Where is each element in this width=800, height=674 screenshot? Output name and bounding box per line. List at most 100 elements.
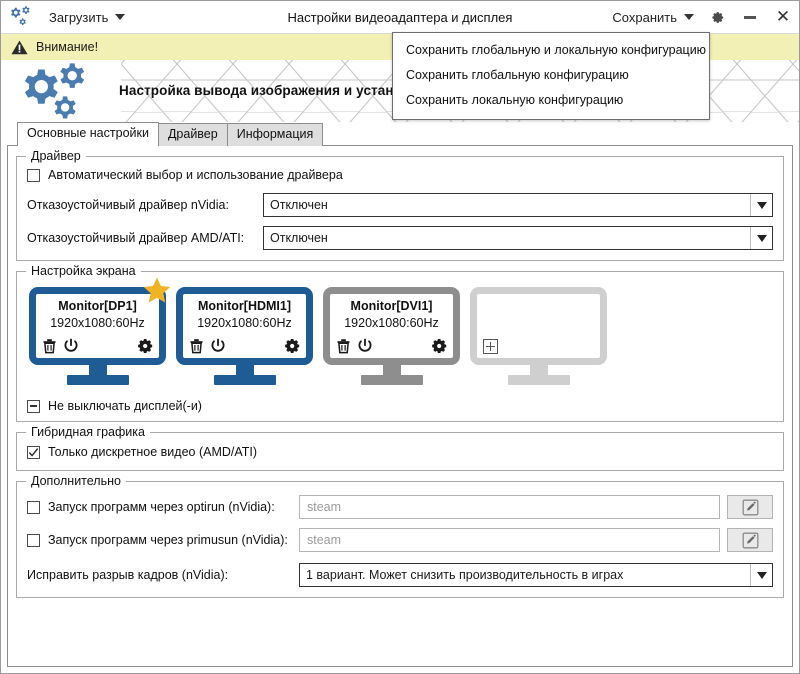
monitor-resolution: 1920x1080:60Hz — [50, 316, 145, 330]
power-icon[interactable] — [63, 338, 79, 354]
extra-group-title: Дополнительно — [26, 474, 126, 488]
optirun-edit-button[interactable] — [727, 495, 773, 519]
monitor-actions — [483, 339, 594, 354]
monitor-base — [507, 375, 570, 385]
power-icon[interactable] — [210, 338, 226, 354]
minimize-icon — [744, 15, 756, 19]
auto-driver-checkbox-row[interactable]: Автоматический выбор и использование дра… — [27, 168, 343, 182]
save-dropdown-menu: Сохранить глобальную и локальную конфигу… — [392, 32, 710, 120]
trash-icon[interactable] — [42, 338, 57, 354]
amd-failsafe-select[interactable]: Отключен — [263, 226, 773, 250]
chevron-down-icon[interactable] — [750, 564, 772, 586]
menu-item-save-global[interactable]: Сохранить глобальную конфигурацию — [406, 68, 629, 82]
tab-information[interactable]: Информация — [226, 123, 324, 146]
monitor-resolution: 1920x1080:60Hz — [197, 316, 292, 330]
keep-display-on-row[interactable]: Не выключать дисплей(-и) — [27, 399, 202, 413]
minimize-button[interactable] — [740, 6, 760, 28]
screen-group-title: Настройка экрана — [26, 264, 141, 278]
warning-text: Внимание! — [36, 40, 99, 54]
title-bar-right-controls: Сохранить ✕ — [612, 6, 793, 28]
monitor-list: Monitor[DP1] 1920x1080:60Hz — [27, 277, 773, 387]
plus-box-icon[interactable] — [483, 339, 498, 354]
save-menu-button[interactable]: Сохранить — [612, 10, 694, 25]
chevron-down-icon[interactable] — [750, 194, 772, 216]
amd-failsafe-value: Отключен — [270, 231, 328, 245]
primusun-label: Запуск программ через primusun (nVidia): — [48, 533, 288, 547]
edit-pencil-icon — [742, 532, 758, 548]
monitor-actions — [42, 338, 153, 354]
settings-gear-button[interactable] — [707, 6, 727, 28]
monitor-name: Monitor[DVI1] — [350, 299, 433, 313]
optirun-checkbox-row[interactable]: Запуск программ через optirun (nVidia): — [27, 500, 299, 514]
tearfree-label: Исправить разрыв кадров (nVidia): — [27, 568, 229, 582]
discrete-only-row[interactable]: Только дискретное видео (AMD/ATI) — [27, 445, 773, 459]
monitor-stand — [235, 365, 254, 375]
tab-driver[interactable]: Драйвер — [157, 123, 228, 146]
keep-display-on-checkbox[interactable] — [27, 399, 40, 413]
trash-icon[interactable] — [336, 338, 351, 354]
extra-group: Дополнительно Запуск программ через opti… — [16, 474, 784, 598]
nvidia-failsafe-select[interactable]: Отключен — [263, 193, 773, 217]
primusun-edit-button[interactable] — [727, 528, 773, 552]
gear-icon[interactable] — [137, 338, 153, 354]
primusun-checkbox[interactable] — [27, 533, 40, 547]
primusun-input[interactable]: steam — [299, 528, 720, 552]
check-icon — [28, 447, 39, 457]
trash-icon[interactable] — [189, 338, 204, 354]
discrete-only-label: Только дискретное видео (AMD/ATI) — [48, 445, 258, 459]
monitor-resolution: 1920x1080:60Hz — [344, 316, 439, 330]
gear-icon[interactable] — [431, 338, 447, 354]
tearfree-value: 1 вариант. Может снизить производительно… — [306, 568, 624, 582]
tab-main-settings[interactable]: Основные настройки — [17, 122, 159, 146]
title-bar: Загрузить Настройки видеоадаптера и дисп… — [1, 1, 799, 34]
keep-display-on-label: Не выключать дисплей(-и) — [48, 399, 202, 413]
monitor-stand — [529, 365, 548, 375]
main-settings-panel: Драйвер Автоматический выбор и использов… — [7, 145, 793, 667]
optirun-checkbox[interactable] — [27, 500, 40, 514]
edit-pencil-icon — [742, 499, 758, 515]
banner-gears-icon — [13, 60, 111, 122]
monitor-screen — [470, 287, 607, 365]
tearfree-select[interactable]: 1 вариант. Может снизить производительно… — [299, 563, 773, 587]
monitor-card-dvi1[interactable]: Monitor[DVI1] 1920x1080:60Hz — [323, 287, 460, 385]
monitor-card-hdmi1[interactable]: Monitor[HDMI1] 1920x1080:60Hz — [176, 287, 313, 385]
load-menu-label: Загрузить — [49, 9, 109, 25]
chevron-down-icon[interactable] — [750, 227, 772, 249]
chevron-down-icon — [684, 14, 694, 20]
optirun-input[interactable]: steam — [299, 495, 720, 519]
screen-group: Настройка экрана Monitor[DP1] 1920x1080:… — [16, 264, 784, 422]
tab-bar: Основные настройки Драйвер Информация — [1, 122, 799, 146]
discrete-only-checkbox[interactable] — [27, 445, 40, 459]
save-menu-label: Сохранить — [612, 9, 677, 25]
chevron-down-icon — [115, 14, 126, 20]
monitor-base — [213, 375, 276, 385]
driver-group: Драйвер Автоматический выбор и использов… — [16, 149, 784, 261]
monitor-card-add[interactable] — [470, 287, 607, 385]
monitor-card-dp1[interactable]: Monitor[DP1] 1920x1080:60Hz — [29, 277, 171, 385]
monitor-base — [66, 375, 129, 385]
driver-group-title: Драйвер — [26, 149, 86, 163]
menu-item-save-local[interactable]: Сохранить локальную конфигурацию — [406, 93, 624, 107]
monitor-screen: Monitor[DP1] 1920x1080:60Hz — [29, 287, 166, 365]
gear-icon[interactable] — [284, 338, 300, 354]
power-icon[interactable] — [357, 338, 373, 354]
hybrid-graphics-group-title: Гибридная графика — [26, 425, 150, 439]
monitor-base — [360, 375, 423, 385]
nvidia-failsafe-label: Отказоустойчивый драйвер nVidia: — [27, 198, 229, 212]
monitor-actions — [336, 338, 447, 354]
monitor-screen: Monitor[HDMI1] 1920x1080:60Hz — [176, 287, 313, 365]
load-menu-button[interactable]: Загрузить — [49, 9, 126, 25]
close-button[interactable]: ✕ — [773, 6, 793, 28]
auto-driver-checkbox[interactable] — [27, 168, 40, 182]
menu-item-save-global-and-local[interactable]: Сохранить глобальную и локальную конфигу… — [406, 43, 707, 57]
gear-icon — [711, 11, 723, 23]
monitor-stand — [88, 365, 107, 375]
monitor-stand — [382, 365, 401, 375]
primary-star-icon — [143, 277, 171, 303]
primusun-checkbox-row[interactable]: Запуск программ через primusun (nVidia): — [27, 533, 299, 547]
warning-triangle-icon — [11, 40, 28, 54]
amd-failsafe-label: Отказоустойчивый драйвер AMD/ATI: — [27, 231, 245, 245]
monitor-screen: Monitor[DVI1] 1920x1080:60Hz — [323, 287, 460, 365]
nvidia-failsafe-value: Отключен — [270, 198, 328, 212]
